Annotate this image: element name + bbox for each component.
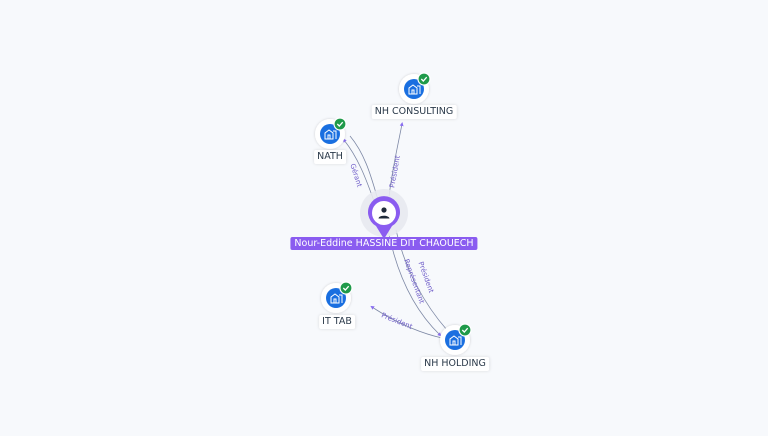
person-pin-inner [372,201,396,225]
company-node-nath[interactable] [315,117,347,149]
building-icon [324,129,337,140]
company-node-nh-consulting[interactable] [399,72,431,104]
edge-president-nh-consulting[interactable] [388,122,404,198]
building-icon [408,84,421,95]
verified-badge-icon [417,72,431,86]
person-name-label[interactable]: Nour-Eddine HASSINE DIT CHAOUECH [290,237,478,250]
company-label-nh-holding[interactable]: NH HOLDING [421,357,489,371]
edge-label-gerant-nath: Gérant [348,163,363,189]
company-label-nath[interactable]: NATH [314,150,346,164]
verified-badge-icon [333,117,347,131]
building-icon [449,335,462,346]
verified-badge-icon [339,281,353,295]
company-node-nh-holding[interactable] [440,323,472,355]
check-icon [342,285,350,291]
verified-badge-icon [458,323,472,337]
check-icon [420,76,428,82]
company-node-it-tab[interactable] [321,281,353,313]
building-icon [330,293,343,304]
check-icon [336,121,344,127]
person-node[interactable] [360,189,408,239]
company-label-nh-consulting[interactable]: NH CONSULTING [371,105,457,119]
edge-label-president-nh-consulting: Président [388,155,402,189]
edge-label-president-it-tab: Président [380,311,414,331]
edge-president-it-tab[interactable] [370,305,443,339]
user-icon [378,207,390,219]
check-icon [461,327,469,333]
company-label-it-tab[interactable]: IT TAB [319,315,355,329]
